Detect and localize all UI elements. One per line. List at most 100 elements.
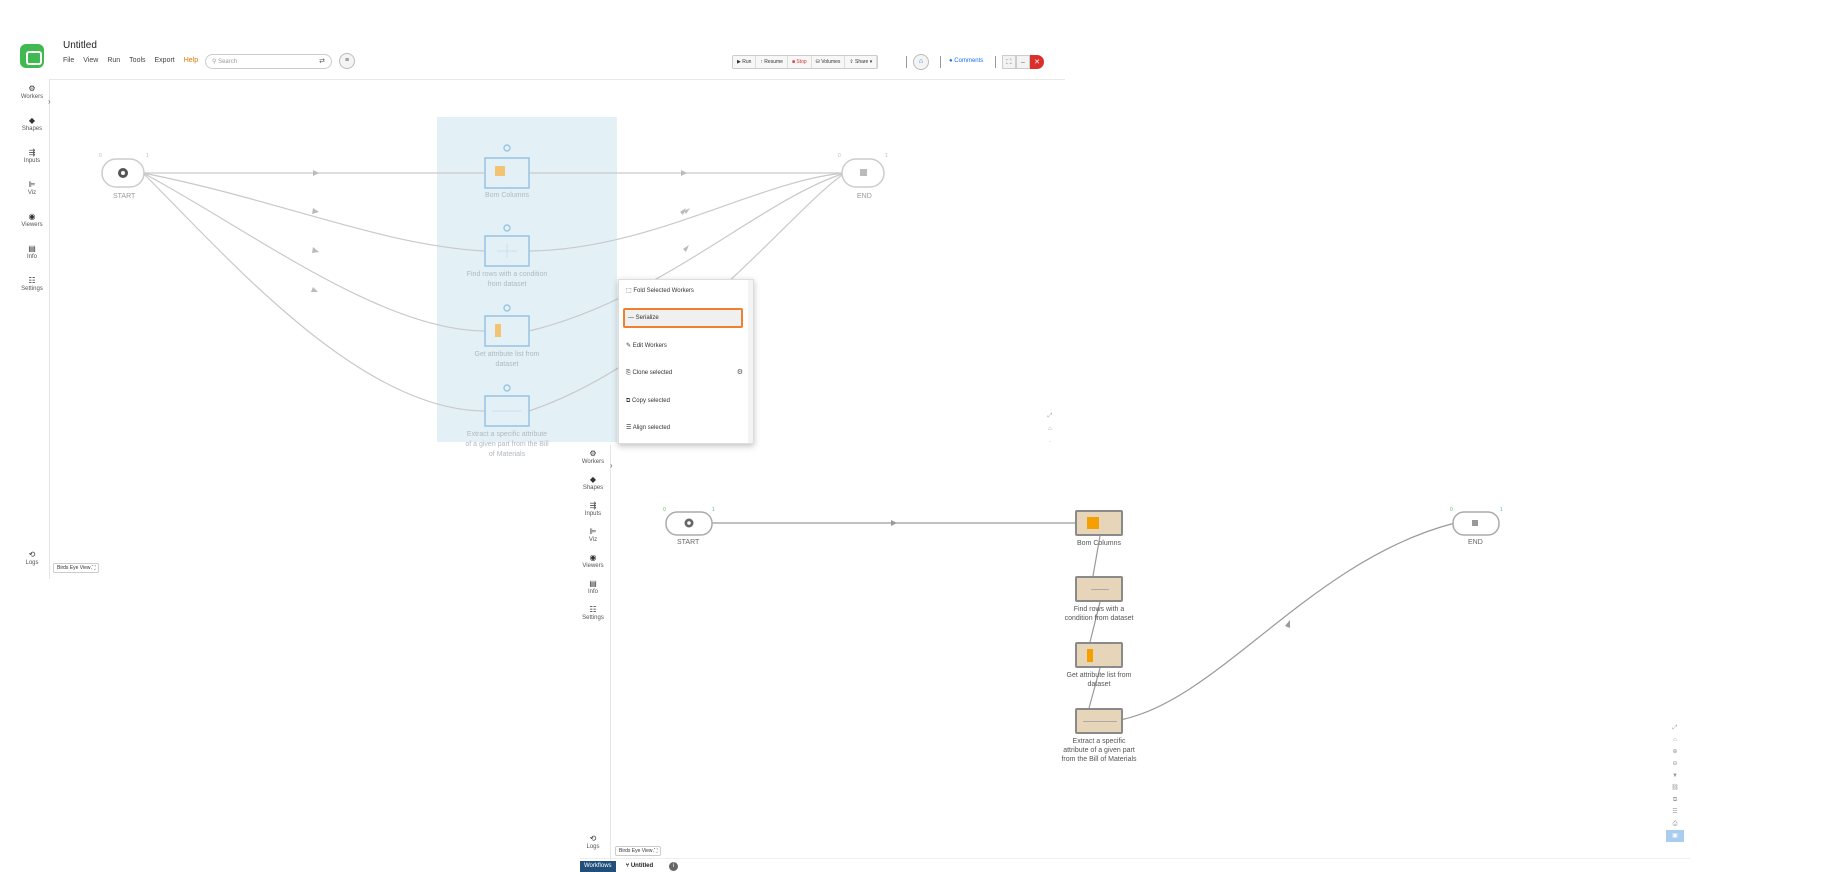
run-button[interactable]: ▶ Run bbox=[733, 56, 757, 68]
menu-run[interactable]: Run bbox=[107, 57, 121, 64]
sidebar-item-workers[interactable]: ⚙Workers bbox=[577, 449, 609, 465]
menu-file[interactable]: File bbox=[63, 57, 75, 64]
header-divider bbox=[50, 79, 1065, 80]
sidebar-item-viz[interactable]: ⊫Viz bbox=[16, 180, 48, 196]
resume-button[interactable]: ↑ Resume bbox=[756, 56, 788, 68]
zoom-out-icon[interactable]: ⊖ bbox=[1672, 761, 1678, 767]
logs-icon: ⟲ bbox=[28, 550, 36, 559]
edge-start-extract bbox=[142, 172, 485, 412]
menu-item-serialize[interactable]: — Serialize bbox=[623, 308, 743, 328]
search-placeholder: Search bbox=[218, 59, 238, 65]
layout-icon[interactable]: ⧉ bbox=[1672, 797, 1678, 803]
context-menu: ⬚ Fold Selected Workers — Serialize ✎ Ed… bbox=[618, 279, 754, 444]
chart-icon: ⊫ bbox=[28, 180, 36, 189]
sidebar-item-viewers[interactable]: ◉Viewers bbox=[16, 212, 48, 228]
sidebar-item-inputs[interactable]: ⇶Inputs bbox=[16, 148, 48, 164]
sidebar-item-logs[interactable]: ⟲Logs bbox=[16, 550, 48, 566]
birds-eye-view-toggle[interactable]: Birds Eye View ⛶ bbox=[615, 846, 662, 856]
volumes-button[interactable]: ⛁ Volumes bbox=[811, 56, 846, 68]
birds-eye-view-toggle[interactable]: Birds Eye View ⛶ bbox=[53, 563, 100, 573]
home-view-icon[interactable]: ⌂ bbox=[1048, 426, 1052, 432]
menu-item-edit-workers[interactable]: ✎ Edit Workers bbox=[626, 343, 667, 349]
sidebar-item-shapes[interactable]: ◆Shapes bbox=[577, 475, 609, 491]
close-button[interactable]: ✕ bbox=[1030, 55, 1044, 69]
home-view-icon[interactable]: ⌂ bbox=[1673, 737, 1677, 743]
sidebar-item-workers[interactable]: ⚙Workers bbox=[16, 84, 48, 100]
menu-item-fold-selected-workers[interactable]: ⬚ Fold Selected Workers bbox=[626, 288, 694, 294]
pin-icon bbox=[503, 304, 511, 312]
info-icon: ▤ bbox=[28, 244, 36, 253]
search-options-button[interactable]: ≡ bbox=[339, 53, 355, 69]
select-mode-icon[interactable]: ▣ bbox=[1666, 830, 1684, 842]
fit-view-icon[interactable]: ⤢ bbox=[1672, 725, 1678, 731]
play-icon-inner bbox=[121, 171, 125, 175]
fit-view-icon[interactable]: ⤢ bbox=[1047, 413, 1053, 419]
menu-item-align-selected[interactable]: ☰ Align selected bbox=[626, 425, 671, 431]
menu-view[interactable]: View bbox=[83, 57, 99, 64]
sidebar-item-viewers[interactable]: ◉Viewers bbox=[577, 553, 609, 569]
node-bom-columns[interactable] bbox=[1075, 510, 1123, 536]
eye-icon: ◉ bbox=[28, 212, 36, 221]
zoom-in-icon[interactable]: ⊕ bbox=[1672, 749, 1678, 755]
node-find-rows[interactable] bbox=[1075, 576, 1123, 602]
sidebar-item-logs[interactable]: ⟲Logs bbox=[577, 834, 609, 850]
search-settings-icon[interactable]: ⇄ bbox=[319, 58, 325, 65]
restore-button[interactable]: ⛶ bbox=[1002, 55, 1016, 69]
sidebar-item-shapes[interactable]: ◆Shapes bbox=[16, 116, 48, 132]
search-input[interactable]: ⚲ Search ⇄ bbox=[205, 54, 332, 69]
print-icon[interactable]: ⎙ bbox=[1672, 821, 1678, 827]
comments-button[interactable]: ● Comments bbox=[949, 58, 983, 64]
align-icon[interactable]: ☰ bbox=[1672, 809, 1678, 815]
minimize-button[interactable]: – bbox=[1016, 55, 1030, 69]
arrow-marker bbox=[680, 208, 686, 215]
sidebar-item-label: Shapes bbox=[582, 485, 604, 491]
arrow-marker bbox=[312, 208, 319, 214]
link-icon[interactable]: ⛓ bbox=[1671, 785, 1679, 791]
menu-export[interactable]: Export bbox=[154, 57, 175, 64]
untitled-tab[interactable]: ⑂ Untitled bbox=[625, 863, 654, 869]
chevron-right-icon[interactable]: › bbox=[48, 97, 51, 106]
app-title: Untitled bbox=[63, 40, 97, 51]
eye-icon: ◉ bbox=[589, 553, 597, 562]
comment-icon: ● bbox=[949, 58, 955, 64]
sidebar-item-label: Viewers bbox=[21, 222, 43, 228]
info-icon[interactable]: i bbox=[669, 862, 679, 871]
node-get-attribute[interactable] bbox=[1075, 642, 1123, 668]
context-menu-scrollbar[interactable] bbox=[748, 280, 753, 443]
share-button[interactable]: ⇪ Share ▾ bbox=[845, 56, 878, 68]
node-extract-attribute[interactable] bbox=[1075, 708, 1123, 734]
gear-icon: ⚙ bbox=[28, 84, 36, 93]
start-label: START bbox=[677, 539, 700, 546]
gear-icon[interactable]: ⚙ bbox=[736, 369, 743, 376]
sidebar-item-label: Shapes bbox=[21, 126, 43, 132]
sidebar-item-info[interactable]: ▤Info bbox=[16, 244, 48, 260]
node-extract-icon bbox=[1083, 721, 1117, 722]
edge-chain-1 bbox=[1092, 535, 1101, 577]
menu-help[interactable]: Help bbox=[183, 57, 199, 64]
node-get-icon bbox=[495, 324, 501, 337]
stop-button[interactable]: ■ Stop bbox=[787, 56, 812, 68]
filter-icon[interactable]: ▼ bbox=[1672, 773, 1678, 779]
menu-item-copy-selected[interactable]: ⧉ Copy selected bbox=[626, 398, 670, 404]
menu-tools[interactable]: Tools bbox=[129, 57, 146, 64]
zoom-controls: ⤢ ⌂ ⊕ ⊖ ▼ ⛓ ⧉ ☰ ⎙ ▣ bbox=[1666, 722, 1684, 842]
sidebar-item-info[interactable]: ▤Info bbox=[577, 579, 609, 595]
chevron-right-icon[interactable]: › bbox=[610, 461, 613, 470]
edge-start-find bbox=[142, 172, 485, 252]
sidebar-item-inputs[interactable]: ⇶Inputs bbox=[577, 501, 609, 517]
zoom-more-icon[interactable]: · bbox=[1049, 439, 1051, 445]
window-controls: ⛶ – ✕ bbox=[1002, 55, 1044, 69]
sidebar-item-label: Inputs bbox=[584, 511, 602, 517]
menu-item-clone-selected[interactable]: ⎘ Clone selected ⚙ bbox=[623, 363, 743, 383]
port-number: 0 bbox=[838, 153, 841, 159]
sidebar-item-viz[interactable]: ⊫Viz bbox=[577, 527, 609, 543]
sidebar-item-settings[interactable]: ☷Settings bbox=[577, 605, 609, 621]
port-number: 0 bbox=[99, 153, 102, 159]
pin-icon bbox=[503, 144, 511, 152]
home-icon[interactable]: ⌂ bbox=[913, 54, 929, 70]
port-number: 1 bbox=[146, 153, 149, 159]
clone-selected-label: ⎘ Clone selected bbox=[626, 370, 673, 376]
node-bom-columns bbox=[484, 157, 530, 189]
workflows-tab[interactable]: Workflows bbox=[580, 861, 616, 872]
sidebar-item-settings[interactable]: ☷Settings bbox=[16, 276, 48, 292]
